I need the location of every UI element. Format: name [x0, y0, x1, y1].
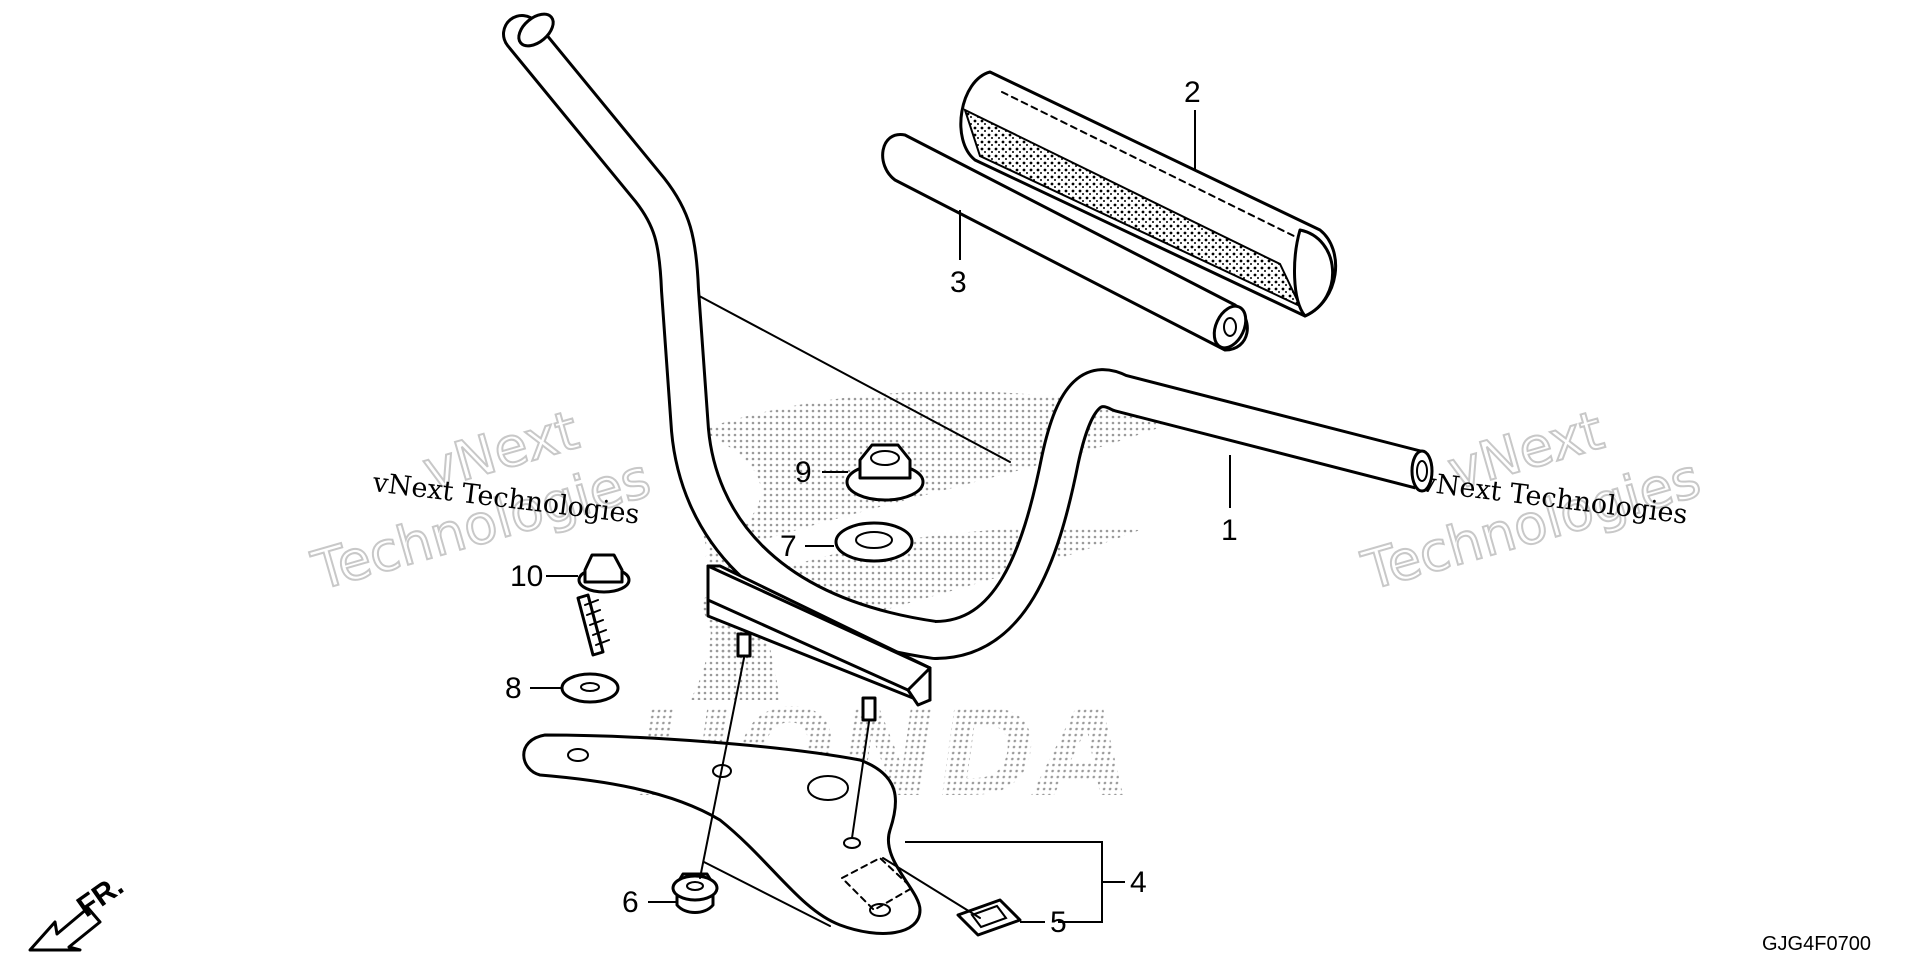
handlebar	[502, 12, 1434, 722]
callout-7: 7	[780, 530, 797, 563]
watermark-right: vNext Technologies vNext Technologies	[1354, 397, 1708, 603]
callout-3: 3	[950, 266, 967, 299]
callout-4: 4	[1130, 866, 1147, 899]
callout-9: 9	[795, 456, 812, 489]
bolt-10	[576, 553, 631, 657]
callout-1: 1	[1221, 514, 1238, 547]
callouts: 2 3 1 9 7 10 8 6 5 4	[505, 76, 1238, 939]
assembly-lines	[699, 657, 981, 927]
callout-10: 10	[510, 560, 543, 593]
flange-nut-6	[671, 872, 719, 914]
front-arrow: FR.	[28, 869, 130, 952]
callout-2: 2	[1184, 76, 1201, 109]
diagram-reference: GJG4F0700	[1762, 933, 1871, 955]
handlebar-pad-foam	[881, 133, 1249, 352]
handlebar-pad-cover	[959, 70, 1337, 318]
callout-8: 8	[505, 672, 522, 705]
flange-nut-9	[845, 443, 925, 502]
washer-8	[560, 672, 620, 704]
callout-5: 5	[1050, 906, 1067, 939]
handlebar-holder	[522, 733, 922, 935]
holder-clip	[956, 898, 1022, 937]
leader-lines	[530, 110, 1231, 923]
washer-7	[834, 521, 914, 563]
callout-6: 6	[622, 886, 639, 919]
